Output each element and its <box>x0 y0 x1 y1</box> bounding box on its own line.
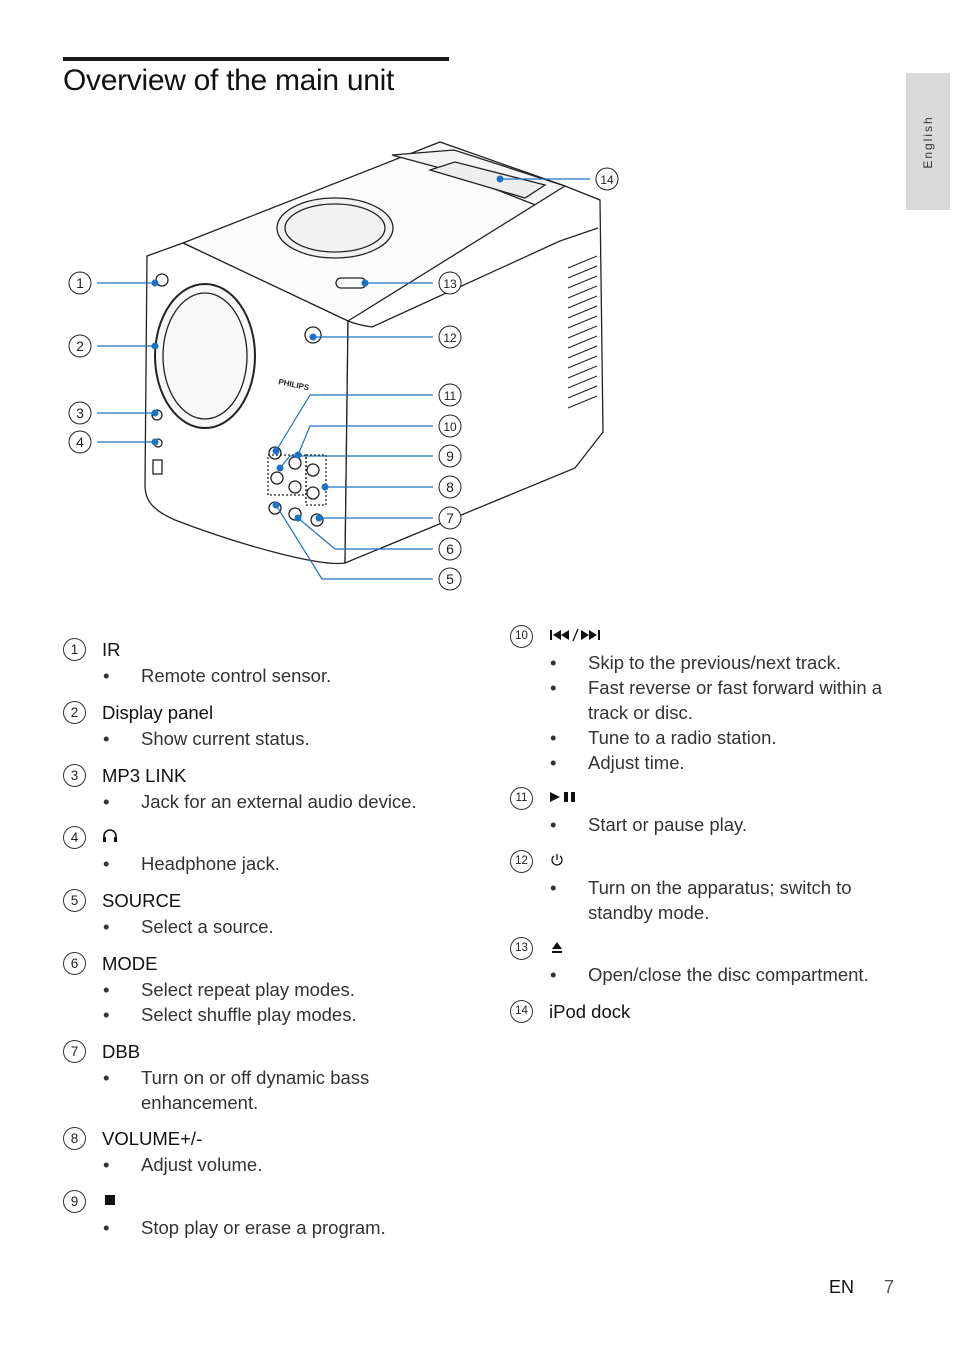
callout-4: 4 <box>68 430 92 454</box>
bullet: Start or pause play. <box>510 812 890 837</box>
item-number: 9 <box>63 1190 86 1213</box>
item-label: MODE <box>102 953 158 974</box>
callout-10: 10 <box>438 414 462 438</box>
bullet: Fast reverse or fast forward within a <box>510 675 890 700</box>
bullet: Jack for an external audio device. <box>63 789 443 814</box>
bullet: Stop play or erase a program. <box>63 1215 443 1240</box>
callout-1: 1 <box>68 271 92 295</box>
item-label: IR <box>102 639 121 660</box>
bullet: Show current status. <box>63 726 443 751</box>
svg-text:4: 4 <box>76 434 84 450</box>
callout-11: 11 <box>438 383 462 407</box>
list-item: 13 Open/close the disc compartment. <box>510 936 890 987</box>
bullet: Remote control sensor. <box>63 663 443 688</box>
callout-7: 7 <box>438 506 462 530</box>
callout-9: 9 <box>438 444 462 468</box>
item-number: 4 <box>63 826 86 849</box>
item-label: MP3 LINK <box>102 765 187 786</box>
language-tab: English <box>906 73 950 210</box>
list-item: 4 Headphone jack. <box>63 825 443 876</box>
list-item: 3 MP3 LINK Jack for an external audio dev… <box>63 763 443 814</box>
item-label: Display panel <box>102 702 214 723</box>
bullet: Turn on or off dynamic bass <box>63 1065 443 1090</box>
bullet: Skip to the previous/next track. <box>510 650 890 675</box>
item-number: 1 <box>63 638 86 661</box>
callout-12: 12 <box>438 325 462 349</box>
list-item: 8 VOLUME+/- Adjust volume. <box>63 1126 443 1177</box>
bullet: Tune to a radio station. <box>510 725 890 750</box>
list-item: 9 Stop play or erase a program. <box>63 1189 443 1240</box>
list-item: 10 Skip to the previous/next track. Fast… <box>510 624 890 775</box>
bullet: Select a source. <box>63 914 443 939</box>
item-number: 12 <box>510 850 533 873</box>
bullet: Select shuffle play modes. <box>63 1002 443 1027</box>
bullet: Headphone jack. <box>63 851 443 876</box>
svg-text:2: 2 <box>76 338 84 354</box>
item-label: SOURCE <box>102 890 182 911</box>
play-pause-icon <box>550 792 575 802</box>
list-item: 1 IR Remote control sensor. <box>63 637 443 688</box>
item-number: 3 <box>63 764 86 787</box>
item-label: DBB <box>102 1041 141 1062</box>
item-number: 10 <box>510 625 533 648</box>
svg-text:6: 6 <box>446 541 454 557</box>
svg-text:11: 11 <box>444 389 457 403</box>
svg-text:5: 5 <box>446 571 454 587</box>
callout-3: 3 <box>68 401 92 425</box>
list-item: 6 MODE Select repeat play modes. Select s… <box>63 951 443 1027</box>
list-item: 5 SOURCE Select a source. <box>63 888 443 939</box>
item-number: 6 <box>63 952 86 975</box>
svg-text:13: 13 <box>443 277 457 291</box>
list-item: 2 Display panel Show current status. <box>63 700 443 751</box>
callout-13: 13 <box>438 271 462 295</box>
svg-text:10: 10 <box>443 420 457 434</box>
skip-prev-next-icon <box>550 628 600 642</box>
callout-2: 2 <box>68 334 92 358</box>
footer-language: EN <box>829 1277 855 1297</box>
svg-text:3: 3 <box>76 405 84 421</box>
svg-text:7: 7 <box>446 510 454 526</box>
list-item: 7 DBB Turn on or off dynamic bass enhance… <box>63 1039 443 1115</box>
bullet: Open/close the disc compartment. <box>510 962 890 987</box>
headphone-icon <box>103 829 117 842</box>
svg-text:1: 1 <box>76 275 84 291</box>
page-number: 7 <box>884 1277 895 1297</box>
callout-14: 14 <box>595 167 619 191</box>
power-icon <box>551 854 563 866</box>
callout-5: 5 <box>438 567 462 591</box>
page-title: Overview of the main unit <box>63 64 394 97</box>
stop-icon <box>105 1195 115 1205</box>
bullet-continuation: standby mode. <box>588 902 710 923</box>
main-unit-diagram: PHILIPS 1 2 3 4 5 6 7 8 9 10 <box>68 141 619 591</box>
svg-text:14: 14 <box>600 173 614 187</box>
bullet: Turn on the apparatus; switch to <box>510 875 890 900</box>
list-item: 12 Turn on the apparatus; switch to stan… <box>510 849 890 925</box>
svg-text:12: 12 <box>443 331 457 345</box>
bullet: Adjust volume. <box>63 1152 443 1177</box>
bullet: Adjust time. <box>510 750 890 775</box>
item-number: 14 <box>510 1000 533 1023</box>
item-label: iPod dock <box>549 1001 631 1022</box>
svg-text:8: 8 <box>446 479 454 495</box>
bullet-continuation: track or disc. <box>588 702 693 723</box>
list-item: 11 Start or pause play. <box>510 786 890 837</box>
eject-icon <box>552 942 562 953</box>
title-rule <box>63 57 449 61</box>
item-number: 13 <box>510 937 533 960</box>
item-number: 8 <box>63 1127 86 1150</box>
item-label: VOLUME+/- <box>102 1128 203 1149</box>
item-number: 11 <box>510 787 533 810</box>
bullet-continuation: enhancement. <box>141 1092 259 1113</box>
svg-text:9: 9 <box>446 448 454 464</box>
item-number: 2 <box>63 701 86 724</box>
bullet: Select repeat play modes. <box>63 977 443 1002</box>
item-number: 7 <box>63 1040 86 1063</box>
callout-8: 8 <box>438 475 462 499</box>
item-number: 5 <box>63 889 86 912</box>
list-item: 14 iPod dock <box>510 999 890 1025</box>
callout-6: 6 <box>438 537 462 561</box>
